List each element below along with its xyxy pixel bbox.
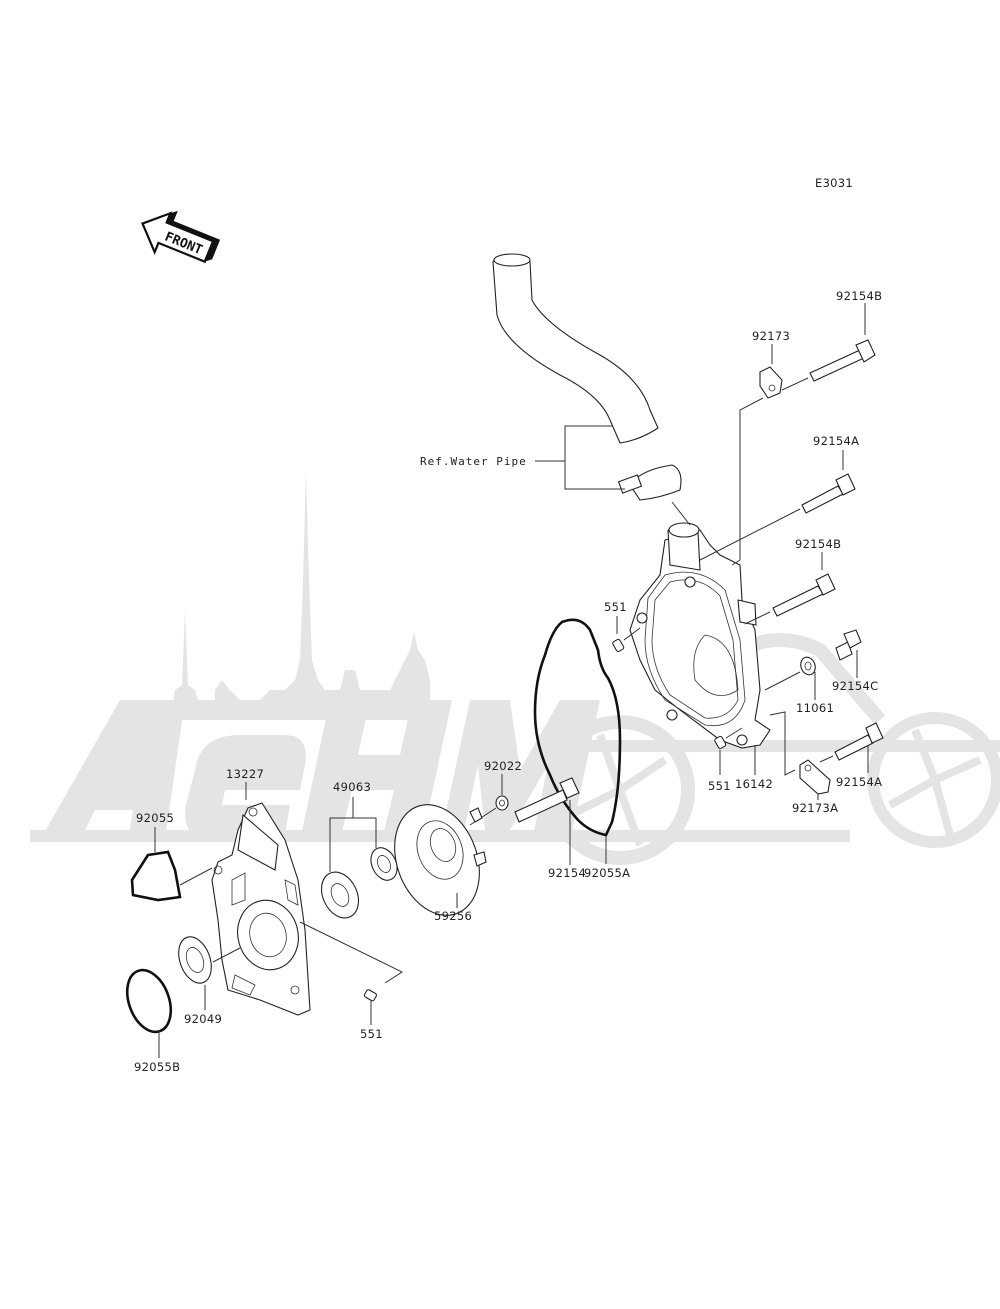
label-92154B-mid: 92154B <box>795 537 841 551</box>
washer-11061: 11061 <box>764 656 834 715</box>
clamp-92173A: 92173A <box>769 711 838 815</box>
o-ring-92055: 92055 <box>130 811 182 902</box>
label-92022: 92022 <box>484 759 522 773</box>
o-ring-92055A: 92055A <box>533 618 630 880</box>
label-92154A-top: 92154A <box>813 434 859 448</box>
water-pump-cover <box>629 522 771 749</box>
label-92173A: 92173A <box>792 801 838 815</box>
clamp-92173: 92173 <box>731 329 790 566</box>
bolt-92154A-bot: 92154A <box>819 722 884 789</box>
label-92055A: 92055A <box>584 866 630 880</box>
watermark-skyline <box>170 470 445 720</box>
plate-13227: 13227 <box>179 767 404 1016</box>
label-11061: 11061 <box>796 701 834 715</box>
label-92049: 92049 <box>184 1012 222 1026</box>
mechanical-seal-49063: 49063 <box>321 780 398 919</box>
label-16142: 16142 <box>735 777 773 791</box>
ref-water-pipe-label: Ref.Water Pipe <box>420 455 527 468</box>
washer-92022: 92022 <box>469 759 522 826</box>
label-13227: 13227 <box>226 767 264 781</box>
label-92154: 92154 <box>548 866 586 880</box>
dowel-pin-551-bot: 551 <box>360 989 383 1041</box>
watermark-letters <box>40 700 600 840</box>
label-92173: 92173 <box>752 329 790 343</box>
dowel-pin-551-top: 551 <box>604 600 641 653</box>
label-49063: 49063 <box>333 780 371 794</box>
bolt-92154A-top: 92154A <box>699 434 859 561</box>
label-92154C: 92154C <box>832 679 878 693</box>
label-551-top: 551 <box>604 600 627 614</box>
dowel-pin-551-mid: 551 <box>708 727 743 793</box>
impeller-59256: 59256 <box>394 804 487 923</box>
o-ring-92055B: 92055B <box>125 968 180 1074</box>
label-59256: 59256 <box>434 909 472 923</box>
label-551-mid: 551 <box>708 779 731 793</box>
label-92055B: 92055B <box>134 1060 180 1074</box>
bolt-92154B-top: 92154B <box>781 289 882 391</box>
oil-seal-92049: 92049 <box>178 936 241 1026</box>
label-92154B-top: 92154B <box>836 289 882 303</box>
water-pipe <box>492 253 659 444</box>
bolt-92154C: 92154C <box>832 629 878 693</box>
front-arrow-icon: FRONT <box>141 210 221 264</box>
ref-water-pipe-bracket: Ref.Water Pipe <box>420 425 625 490</box>
hose-clamp <box>617 464 682 501</box>
bolt-92154B-mid: 92154B <box>744 537 841 625</box>
label-92055: 92055 <box>136 811 174 825</box>
watermark <box>30 470 1000 865</box>
diagram-code: E3031 <box>815 176 853 190</box>
bolt-92154: 92154 <box>514 777 586 880</box>
label-551-bot: 551 <box>360 1027 383 1041</box>
label-92154A-bot: 92154A <box>836 775 882 789</box>
